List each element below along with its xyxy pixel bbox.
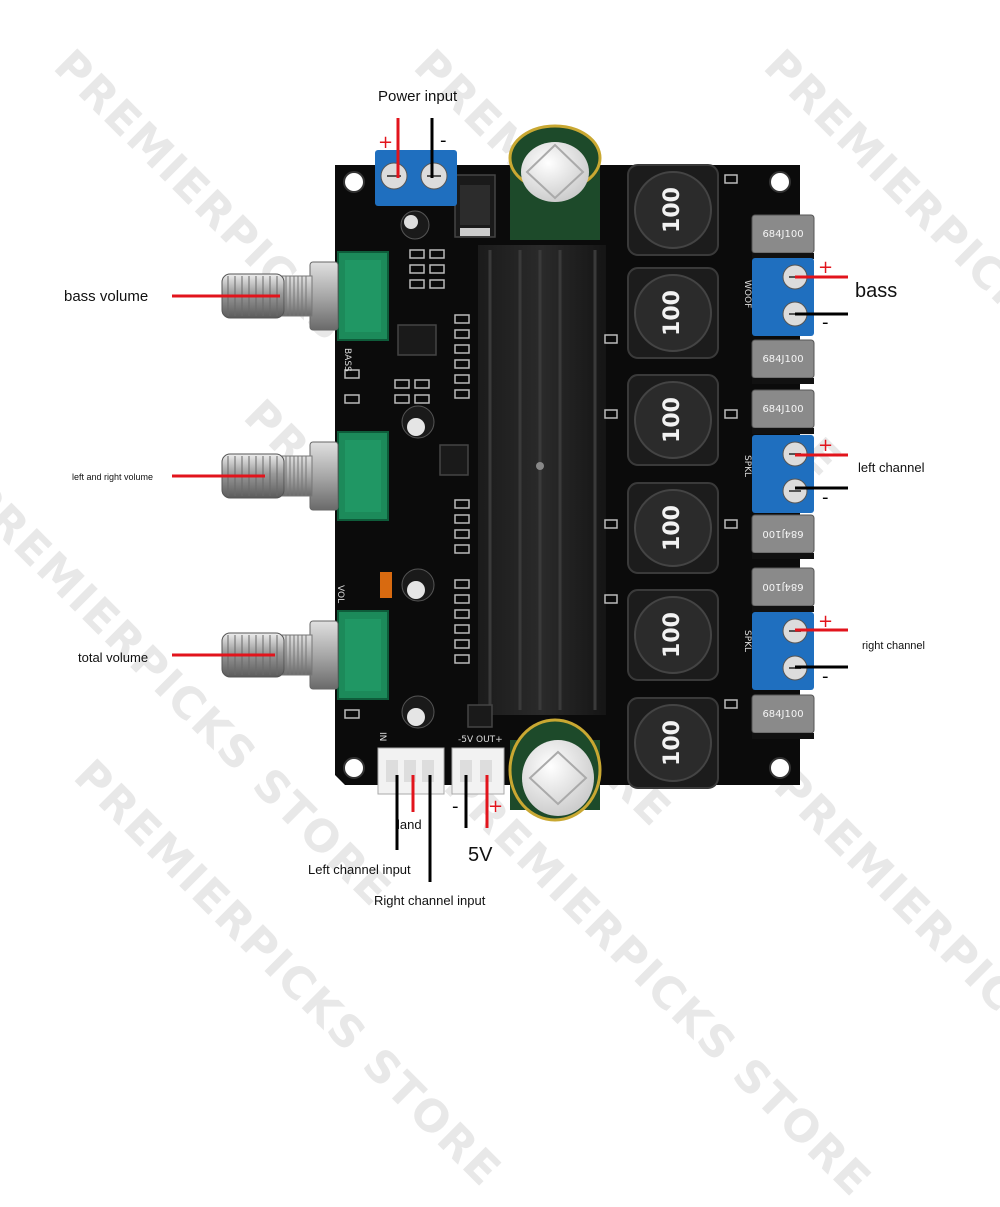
inductor: 100 (627, 482, 719, 574)
film-capacitor: 684J100 (751, 389, 815, 434)
small-capacitors (380, 210, 435, 729)
silk-5v-out: -5V OUT+ (458, 735, 503, 745)
input-connector (377, 747, 445, 795)
electrolytic-capacitor-bottom (508, 718, 602, 822)
regulator-chip (460, 185, 490, 225)
inductor-value: 100 (660, 505, 685, 551)
5v-output-connector (451, 747, 505, 795)
total-volume-potentiometer (221, 610, 389, 700)
inductor: 100 (627, 589, 719, 681)
inductor-value: 100 (660, 720, 685, 766)
bass-volume-potentiometer (221, 251, 389, 341)
inductor-value: 100 (660, 290, 685, 336)
bass-plus-sign: + (818, 257, 833, 278)
silk-bass: BASS (342, 348, 352, 372)
inductor: 100 (627, 697, 719, 789)
inductor: 100 (627, 164, 719, 256)
left-plus-sign: + (818, 435, 833, 456)
mounting-hole (769, 171, 791, 193)
film-capacitor: 684J100 (751, 694, 815, 739)
5v-label: 5V (468, 844, 493, 866)
film-capacitor: 684J100 (751, 514, 815, 559)
film-capacitor-code: 684J100 (762, 354, 803, 365)
power-minus-sign: - (440, 130, 447, 151)
5v-minus-sign: - (452, 796, 459, 817)
mounting-holes (343, 171, 791, 779)
film-capacitor: 684J100 (751, 567, 815, 612)
film-capacitor-column: 684J100 684J100 684J100 684J100 684J100 684J1… (751, 214, 815, 739)
silk-woof: WOOF (742, 280, 752, 308)
power-terminal-block (375, 150, 457, 206)
output-terminal-blocks (752, 258, 814, 690)
film-capacitor-code: 684J100 (762, 581, 803, 592)
inductor-column: 100 100 100 100 100 100 (627, 164, 719, 789)
film-capacitor-code: 684J100 (762, 709, 803, 720)
electrolytic-capacitor-top (508, 124, 602, 240)
silk-spkl-1: SPKL (742, 455, 752, 477)
mounting-hole (769, 757, 791, 779)
inductor-value: 100 (660, 397, 685, 443)
right-channel-terminal-block (752, 612, 814, 690)
left-channel-label: left channel (858, 460, 925, 475)
mounting-hole (343, 171, 365, 193)
right-plus-sign: + (818, 611, 833, 632)
inductor: 100 (627, 374, 719, 466)
annotation-wires (172, 118, 848, 882)
bass-terminal-block (752, 258, 814, 336)
5v-plus-sign: + (488, 796, 503, 817)
bass-minus-sign: - (822, 312, 829, 333)
inductor: 100 (627, 267, 719, 359)
bass-volume-label: bass volume (64, 288, 149, 305)
heatsink (478, 245, 606, 715)
lr-volume-label: left and right volume (72, 472, 154, 482)
left-channel-terminal-block (752, 435, 814, 513)
silk-spkl-2: SPKL (742, 630, 752, 652)
bass-label: bass (855, 280, 898, 302)
power-input-label: Power input (378, 88, 458, 105)
film-capacitor-code: 684J100 (762, 229, 803, 240)
silk-in: IN (377, 732, 387, 741)
regulator-tab (460, 228, 490, 236)
right-minus-sign: - (822, 666, 829, 687)
film-capacitor: 684J100 (751, 214, 815, 259)
silk-vol: VOL (335, 585, 345, 603)
land-label: land (397, 817, 422, 832)
film-capacitor: 684J100 (751, 339, 815, 384)
inductor-value: 100 (660, 612, 685, 658)
power-plus-sign: + (378, 132, 393, 153)
film-capacitor-code: 684J100 (762, 404, 803, 415)
left-right-volume-potentiometer (221, 431, 389, 521)
inductor-value: 100 (660, 187, 685, 233)
left-minus-sign: - (822, 487, 829, 508)
right-channel-input-label: Right channel input (374, 893, 486, 908)
smd-components (344, 174, 738, 719)
film-capacitor-code: 684J100 (762, 528, 803, 539)
potentiometer-group (221, 251, 389, 700)
right-channel-label: right channel (862, 640, 925, 652)
mounting-hole (343, 757, 365, 779)
left-channel-input-label: Left channel input (308, 862, 411, 877)
total-volume-label: total volume (78, 650, 149, 665)
